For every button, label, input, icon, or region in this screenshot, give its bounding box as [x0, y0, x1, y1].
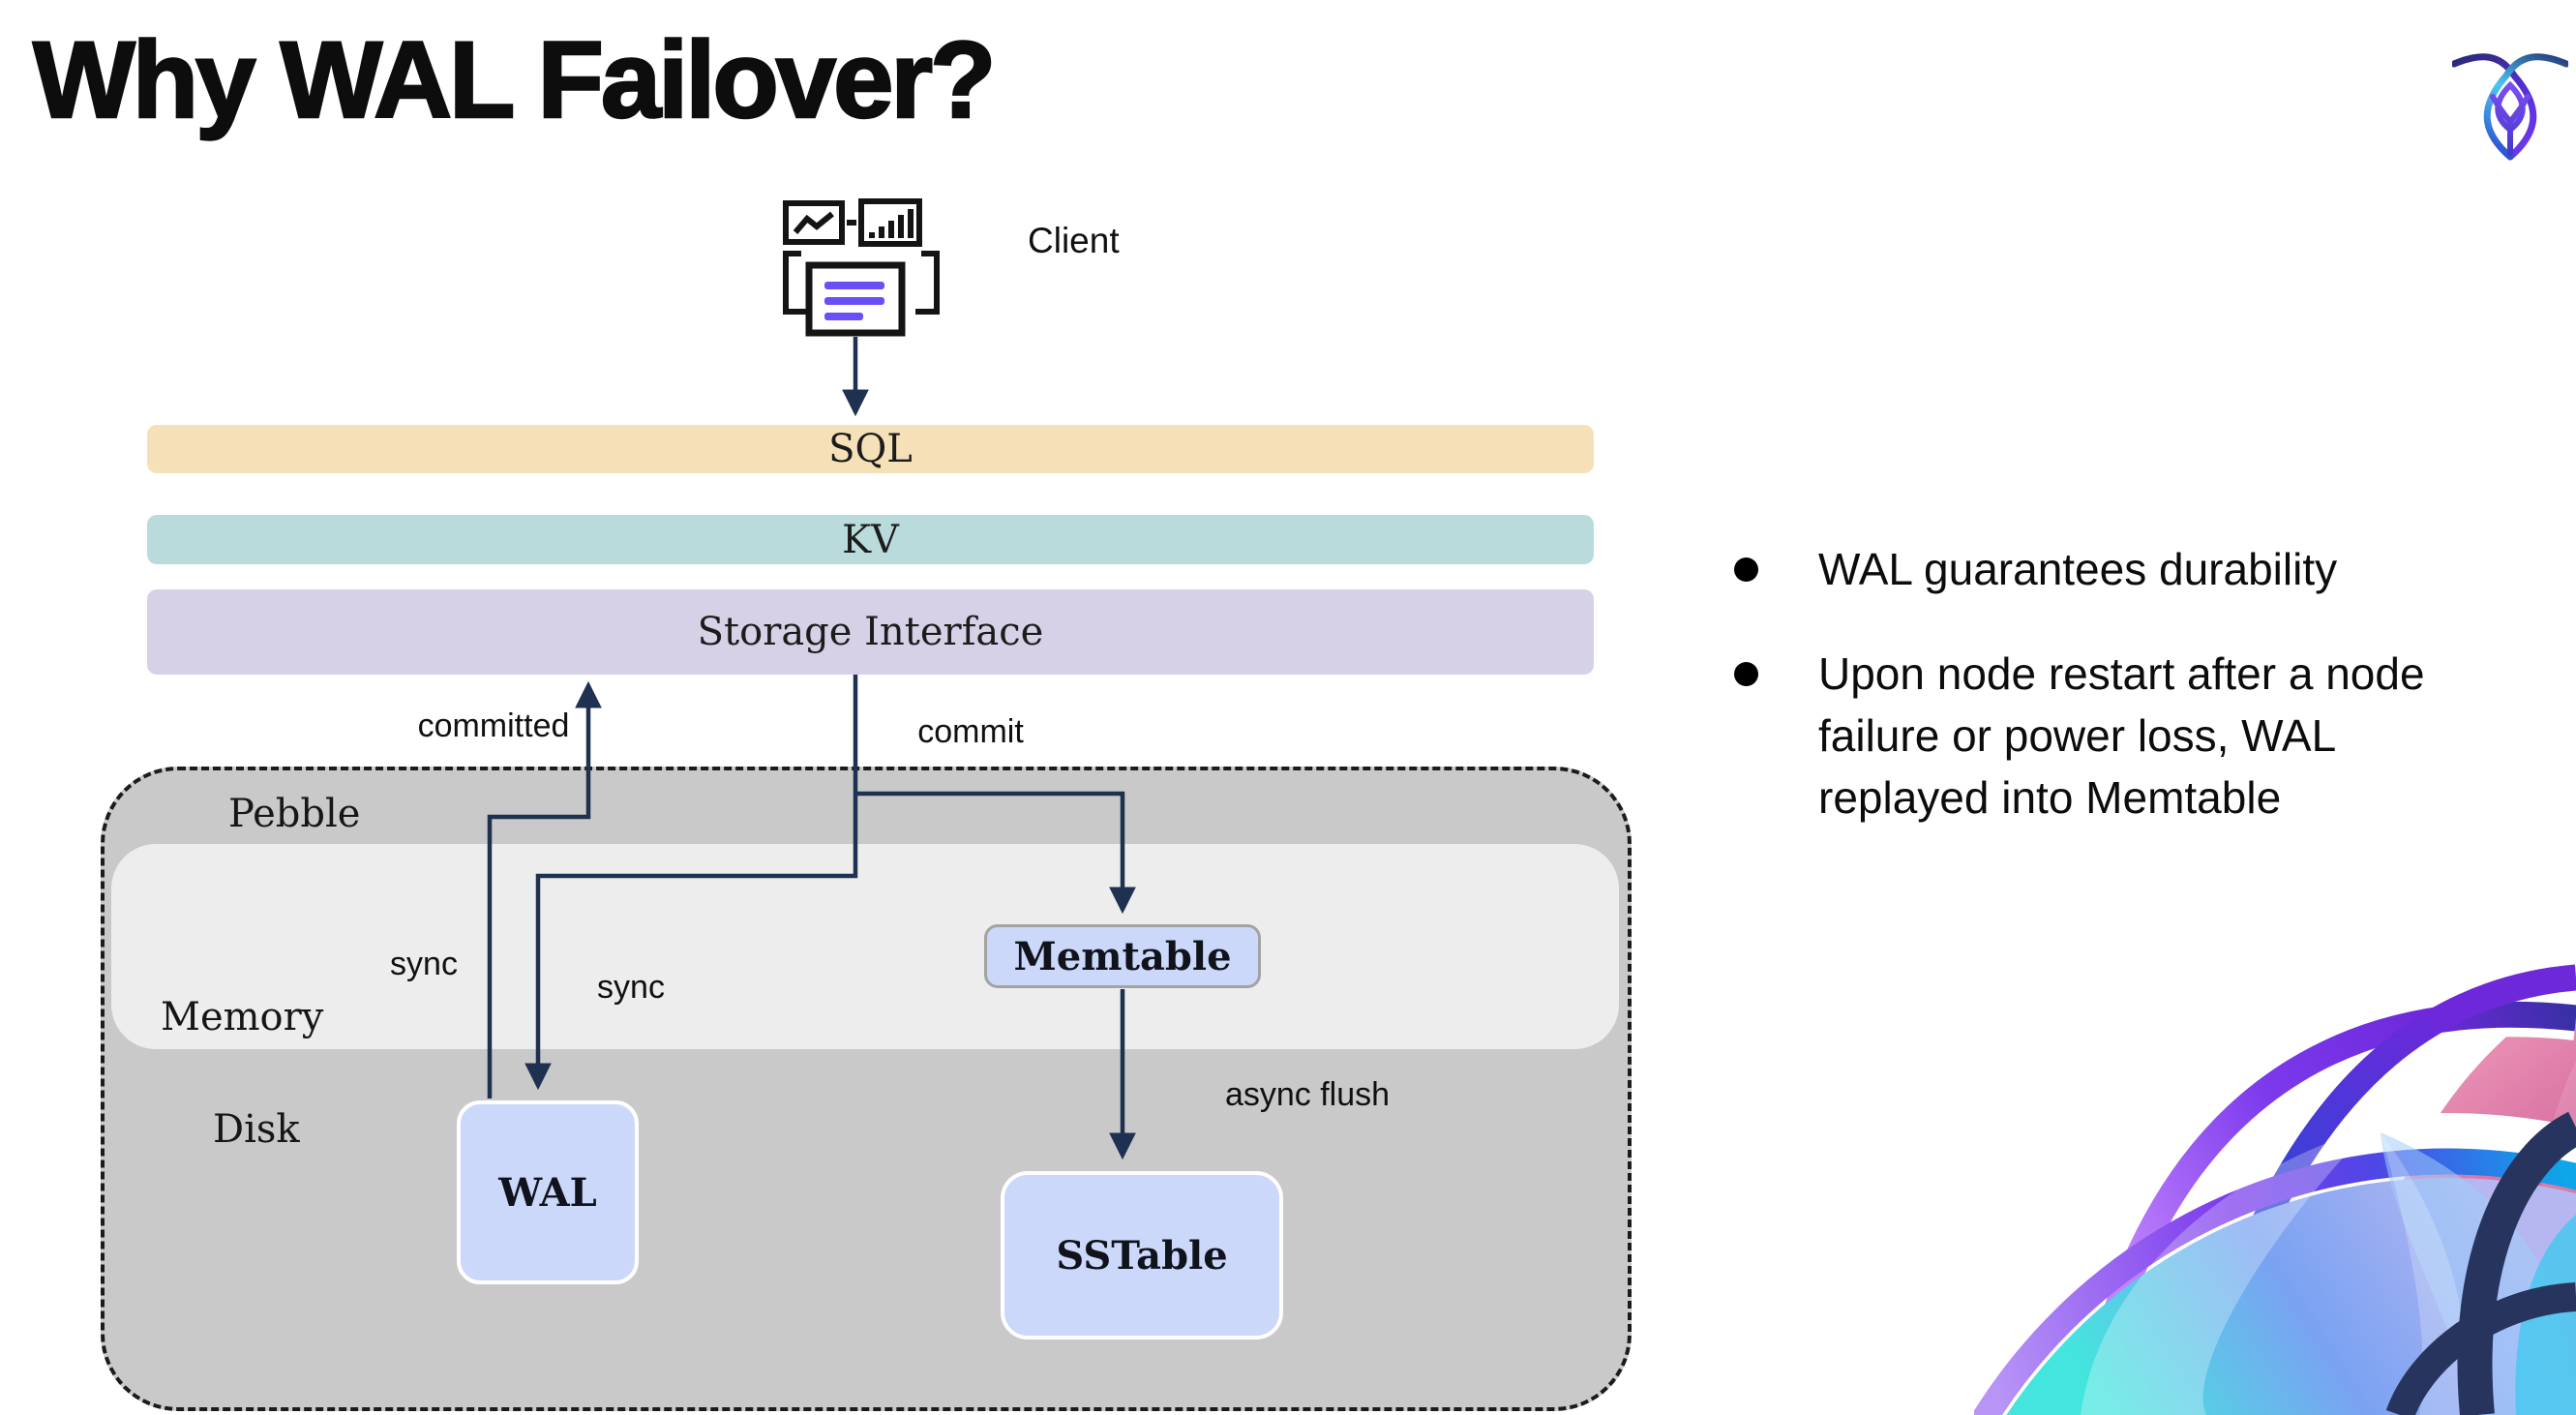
sstable-node-label: SSTable	[1056, 1232, 1228, 1279]
art-ribbon	[2105, 1001, 2576, 1313]
art-navy-leaf	[2457, 1111, 2576, 1415]
pebble-label: Pebble	[228, 792, 361, 836]
sql-layer-label: SQL	[828, 427, 913, 471]
page-title: Why WAL Failover?	[32, 18, 998, 142]
bullet-text: Upon node restart after a node failure o…	[1818, 648, 2425, 823]
memory-label: Memory	[161, 995, 324, 1039]
storage-interface-layer-bar: Storage Interface	[147, 589, 1594, 675]
sync-down-edge-label: sync	[597, 969, 665, 1006]
memtable-node-label: Memtable	[1013, 933, 1232, 979]
art-navy-leaf	[2385, 1282, 2576, 1415]
art-purple-ring	[1974, 1148, 2576, 1415]
kv-layer-label: KV	[842, 517, 899, 562]
bullet-text: WAL guarantees durability	[1818, 544, 2338, 594]
sql-layer-bar: SQL	[147, 425, 1594, 473]
client-label: Client	[1028, 221, 1120, 260]
commit-edge-label: commit	[917, 713, 1024, 750]
cockroachdb-logo-icon	[2452, 53, 2568, 161]
wal-node-label: WAL	[498, 1169, 597, 1216]
bullet-dot-icon	[1734, 662, 1758, 686]
async-flush-edge-label: async flush	[1224, 1076, 1391, 1113]
sync-up-edge-label: sync	[390, 946, 458, 982]
client-icon	[783, 198, 940, 337]
bullet-dot-icon	[1734, 557, 1758, 582]
wal-node: WAL	[457, 1100, 639, 1284]
committed-edge-label: committed	[417, 708, 570, 744]
memtable-node: Memtable	[984, 924, 1261, 988]
bullet-item: WAL guarantees durability	[1734, 538, 2537, 600]
memory-band	[111, 844, 1619, 1049]
kv-layer-bar: KV	[147, 515, 1594, 564]
sstable-node: SSTable	[1001, 1171, 1283, 1340]
disk-label: Disk	[213, 1107, 300, 1152]
bullet-list: WAL guarantees durability Upon node rest…	[1734, 538, 2537, 871]
storage-interface-label: Storage Interface	[697, 610, 1044, 654]
bullet-item: Upon node restart after a node failure o…	[1734, 643, 2537, 828]
